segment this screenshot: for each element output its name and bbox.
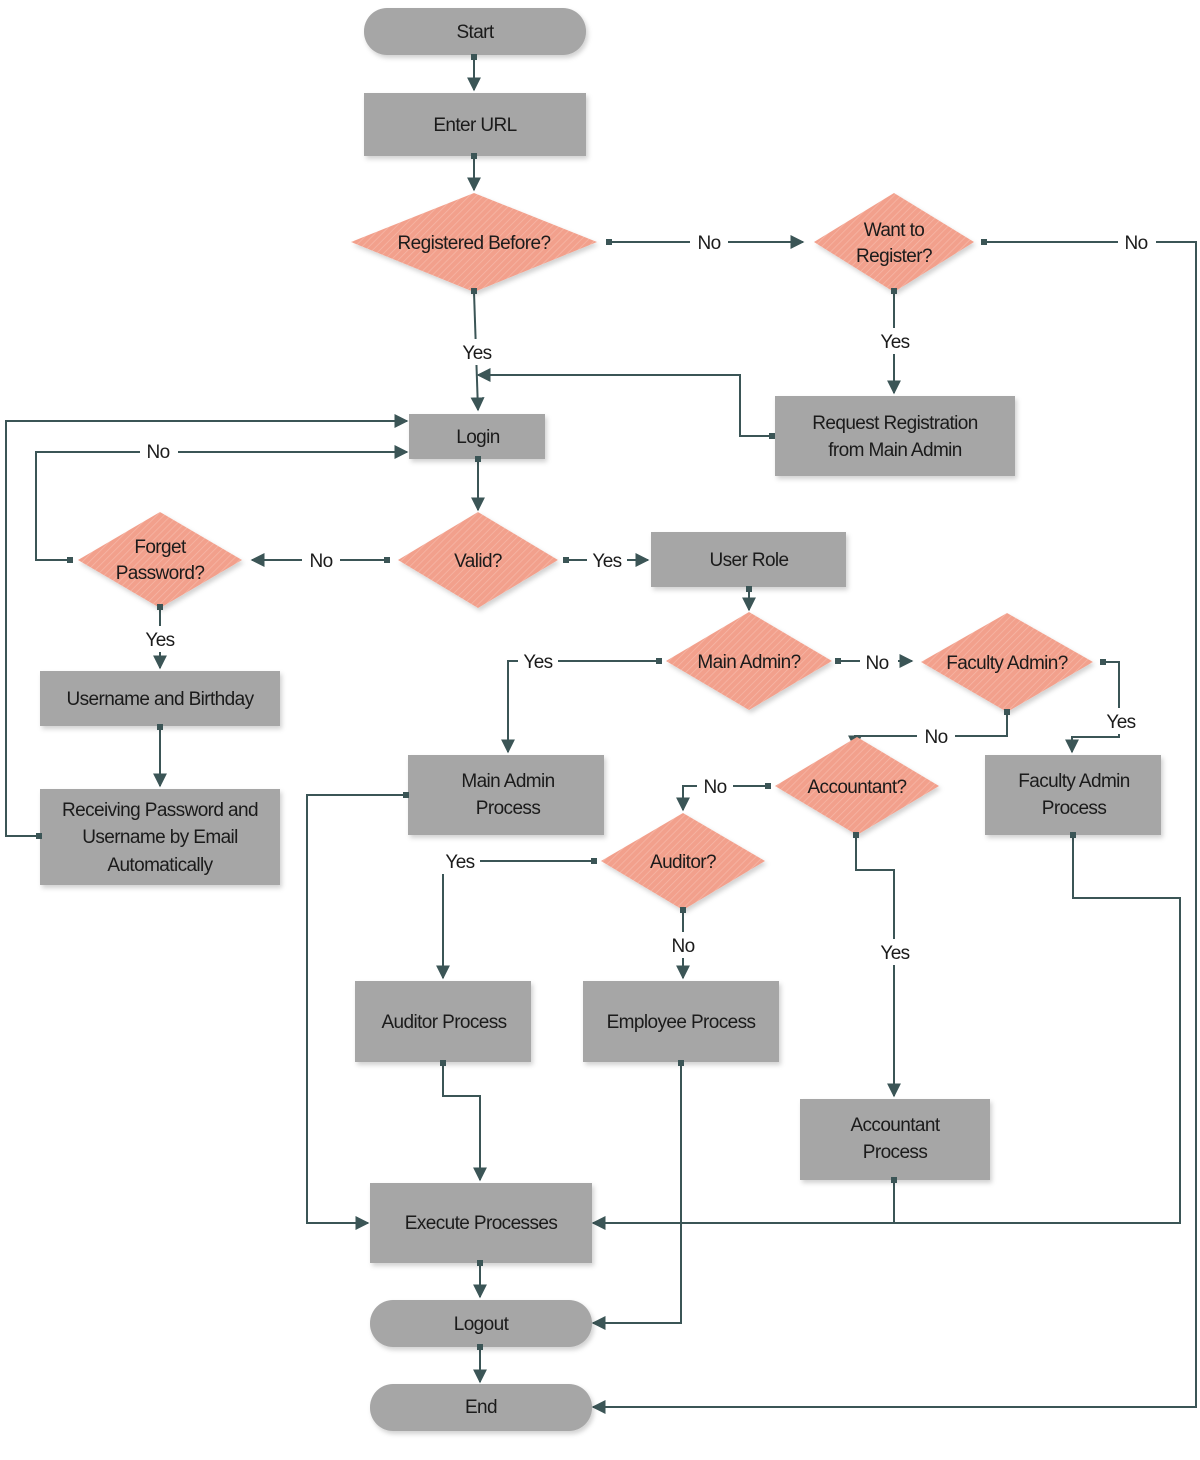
valid-decision: Valid? (398, 512, 558, 608)
port-markers (36, 54, 1106, 1350)
employee-process-node: Employee Process (583, 981, 779, 1062)
request-registration-label-1: Request Registration (812, 413, 977, 434)
enter-url-label: Enter URL (433, 115, 516, 136)
faculty-admin-process-label-2: Process (1042, 798, 1107, 819)
registered-before-label: Registered Before? (398, 233, 551, 254)
registered-before-decision: Registered Before? (351, 193, 597, 292)
edge-forget-no-login (35, 445, 409, 561)
label-auditor-no: No (671, 936, 694, 957)
edge-auditor-execute (442, 1063, 487, 1182)
logout-label: Logout (454, 1314, 510, 1335)
edge-receiving-login (5, 414, 409, 837)
username-birthday-label: Username and Birthday (66, 689, 254, 710)
main-admin-process-node: Main Admin Process (408, 755, 604, 835)
faculty-admin-process-node: Faculty Admin Process (985, 755, 1161, 835)
label-registered-yes: Yes (462, 343, 491, 364)
connectors (5, 55, 1197, 1414)
edge-request-login (476, 368, 772, 437)
execute-processes-label: Execute Processes (405, 1213, 558, 1234)
forget-password-label-2: Password? (116, 563, 205, 584)
label-auditor-yes: Yes (445, 852, 474, 873)
receiving-password-node: Receiving Password and Username by Email… (40, 789, 280, 885)
faculty-admin-process-label-1: Faculty Admin (1018, 771, 1130, 792)
accountant-process-label-1: Accountant (850, 1115, 940, 1136)
want-to-register-label-2: Register? (856, 246, 932, 267)
edge-employee-logout (591, 1063, 682, 1330)
auditor-label: Auditor? (650, 852, 716, 873)
label-login-no: No (146, 442, 169, 463)
logout-node: Logout (370, 1300, 592, 1347)
request-registration-node: Request Registration from Main Admin (775, 396, 1015, 476)
accountant-decision: Accountant? (775, 737, 939, 835)
edge-labels: No No Yes Yes No No Yes Yes Yes No Yes N… (140, 228, 1156, 965)
edge-accountant-no (676, 785, 768, 812)
label-faculty-yes: Yes (1106, 712, 1135, 733)
login-label: Login (456, 427, 500, 448)
user-role-label: User Role (709, 550, 788, 571)
faculty-admin-decision: Faculty Admin? (921, 613, 1093, 712)
label-register-no: No (1124, 233, 1147, 254)
label-forget-yes: Yes (145, 630, 174, 651)
label-valid-yes: Yes (592, 551, 621, 572)
accountant-process-label-2: Process (863, 1142, 928, 1163)
label-registered-no: No (697, 233, 720, 254)
label-register-yes: Yes (880, 332, 909, 353)
auditor-process-label: Auditor Process (381, 1012, 506, 1033)
edge-mainadmin-yes (501, 660, 660, 754)
main-admin-decision: Main Admin? (666, 612, 832, 710)
execute-processes-node: Execute Processes (370, 1183, 592, 1263)
label-valid-no: No (309, 551, 332, 572)
start-node: Start (364, 8, 586, 55)
label-faculty-no: No (924, 727, 947, 748)
edge-faculty-execute (591, 835, 1181, 1230)
receiving-password-label-1: Receiving Password and (62, 800, 258, 821)
main-admin-label: Main Admin? (697, 652, 800, 673)
edge-auditor-yes (436, 860, 595, 980)
edge-mainadmin-execute (306, 794, 406, 1230)
accountant-label: Accountant? (807, 777, 906, 798)
label-mainadmin-yes: Yes (523, 652, 552, 673)
faculty-admin-label: Faculty Admin? (946, 653, 1068, 674)
valid-label: Valid? (454, 551, 502, 572)
username-birthday-node: Username and Birthday (40, 671, 280, 726)
auditor-process-node: Auditor Process (355, 981, 531, 1062)
enter-url-node: Enter URL (364, 93, 586, 156)
receiving-password-label-3: Automatically (107, 855, 213, 876)
nodes: Start Logout End Enter URL Login Request… (40, 8, 1161, 1431)
login-node: Login (409, 414, 545, 459)
label-mainadmin-no: No (865, 653, 888, 674)
end-node: End (370, 1384, 592, 1431)
label-accountant-no: No (703, 777, 726, 798)
employee-process-label: Employee Process (607, 1012, 756, 1033)
auditor-decision: Auditor? (601, 813, 765, 910)
edge-accountant-yes (855, 836, 901, 1098)
forget-password-label-1: Forget (134, 537, 187, 558)
forget-password-decision: Forget Password? (78, 512, 242, 608)
request-registration-label-2: from Main Admin (828, 440, 962, 461)
user-role-node: User Role (651, 532, 846, 587)
accountant-process-node: Accountant Process (800, 1099, 990, 1180)
edge-register-no-end (591, 241, 1197, 1414)
want-to-register-label-1: Want to (864, 220, 925, 241)
start-label: Start (456, 22, 494, 43)
main-admin-process-label-2: Process (476, 798, 541, 819)
want-to-register-decision: Want to Register? (814, 193, 974, 292)
label-accountant-yes: Yes (880, 943, 909, 964)
main-admin-process-label-1: Main Admin (461, 771, 554, 792)
end-label: End (465, 1397, 497, 1418)
receiving-password-label-2: Username by Email (82, 827, 238, 848)
edge-faculty-yes (1065, 661, 1120, 754)
